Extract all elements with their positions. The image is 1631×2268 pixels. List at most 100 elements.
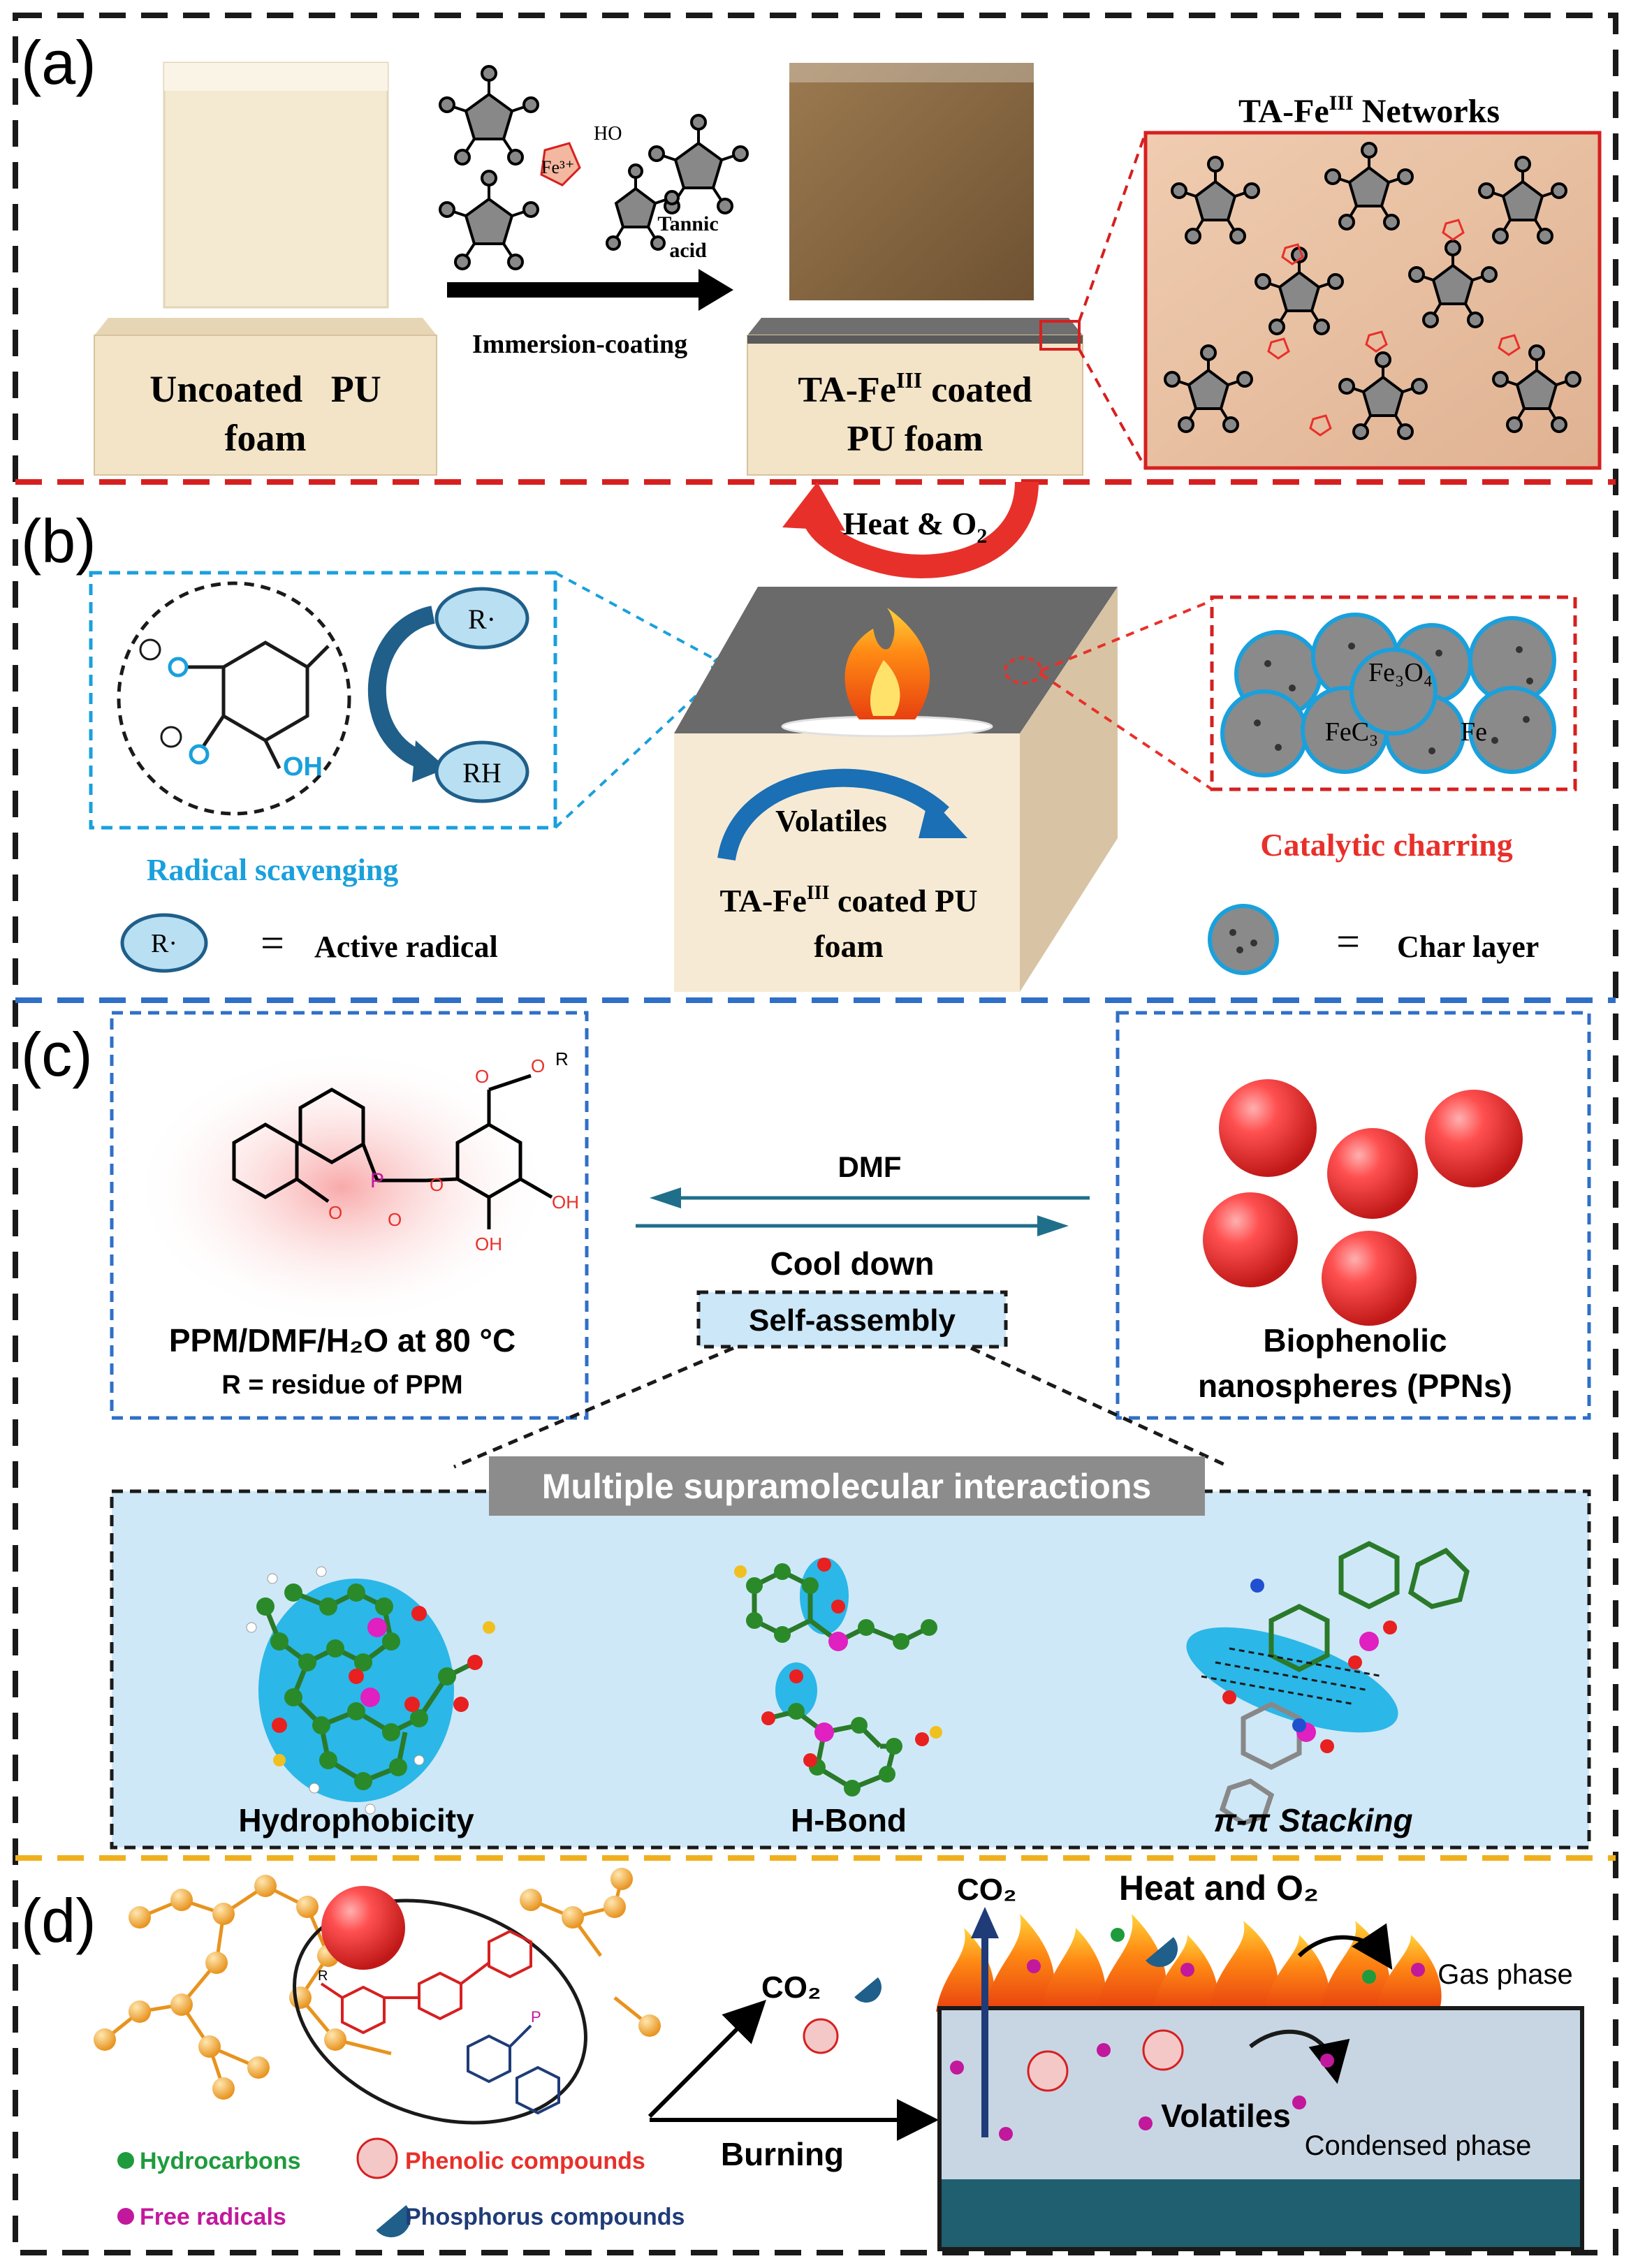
ppn-sphere-3 bbox=[1425, 1090, 1523, 1187]
char-box bbox=[1210, 595, 1577, 791]
fe-center bbox=[540, 142, 581, 186]
heat-o2-label: Heat and O₂ bbox=[1119, 1868, 1319, 1908]
uncoated-foam-text-2: foam bbox=[225, 417, 307, 459]
legend-active-radical: Active radical bbox=[314, 930, 498, 964]
panel-c-label: (c) bbox=[21, 1020, 93, 1089]
panel-c: (c) P O O O O O R OH OH PPM/DMF/H₂O at 8… bbox=[21, 1011, 1591, 1850]
radical-box bbox=[89, 571, 557, 830]
radical-cloud-r bbox=[434, 587, 529, 650]
coated-zoom-box bbox=[1039, 320, 1081, 351]
condensed-particles bbox=[950, 2043, 1334, 2141]
legend-char-layer: Char layer bbox=[1397, 930, 1539, 964]
ppn-sphere-4 bbox=[1203, 1192, 1298, 1287]
co2-right: CO₂ bbox=[957, 1873, 1017, 1907]
supra-title-bg bbox=[489, 1456, 1205, 1516]
supra-title: Multiple supramolecular interactions bbox=[542, 1467, 1151, 1506]
gas-phase-label: Gas phase bbox=[1438, 1959, 1572, 1990]
network-fe-nodes bbox=[1267, 219, 1521, 437]
radical-rh-text: RH bbox=[462, 757, 502, 789]
phenol-structure bbox=[185, 641, 330, 770]
hydrophobicity-label: Hydrophobicity bbox=[238, 1802, 474, 1838]
self-assembly-box bbox=[696, 1290, 1008, 1349]
ppn-label-2: nanospheres (PPNs) bbox=[1198, 1368, 1512, 1404]
legend-radical-symbol: R· bbox=[151, 929, 177, 958]
svg-text:R: R bbox=[318, 1968, 328, 1984]
char-spheres bbox=[1220, 613, 1556, 777]
ppm-label-1: PPM/DMF/H₂O at 80 °C bbox=[169, 1322, 515, 1359]
ppn-sphere-d bbox=[321, 1886, 405, 1970]
ppn-sphere-2 bbox=[1327, 1128, 1418, 1219]
svg-text:P: P bbox=[370, 1169, 384, 1192]
uncoated-foam-block bbox=[94, 335, 437, 476]
uncoated-foam-photo bbox=[163, 61, 389, 309]
ppn-label-1: Biophenolic bbox=[1263, 1322, 1447, 1359]
legend-phenolic: Phenolic compounds bbox=[405, 2148, 645, 2174]
zoom-line-bottom bbox=[1078, 349, 1147, 469]
legend-phenolic-icon bbox=[356, 2137, 398, 2179]
radical-cloud-rh bbox=[434, 740, 529, 803]
tannic-fe-complex bbox=[439, 65, 749, 270]
pi-stacking-molecule bbox=[1201, 1541, 1470, 1826]
panel-a-label: (a) bbox=[21, 28, 96, 97]
legend-char-sphere bbox=[1208, 904, 1279, 975]
ppn-molecule-d bbox=[320, 1929, 532, 2035]
coated-foam-photo bbox=[789, 63, 1034, 300]
panel-b: (b) Heat & O2 OH R· RH Radical bbox=[21, 481, 1577, 992]
legend-phosphorus: Phosphorus compounds bbox=[405, 2204, 685, 2230]
fire-layer bbox=[936, 1914, 1442, 2012]
ppn-box bbox=[1116, 1011, 1591, 1420]
hbond-molecule bbox=[734, 1558, 942, 1797]
panel-d: (d) R P bbox=[21, 1868, 1584, 2251]
panel-d-label: (d) bbox=[21, 1886, 96, 1955]
ppm-glow bbox=[133, 1048, 552, 1327]
polymer-beads bbox=[94, 1868, 661, 2100]
co2-arrow bbox=[648, 2000, 766, 2119]
legend-radical-dot bbox=[117, 2208, 134, 2225]
panel-a: (a) Uncoated PU foam Fe³⁺ HO Tannic acid… bbox=[21, 28, 1602, 476]
svg-text:O: O bbox=[328, 1202, 342, 1223]
phosphorus-ring-d bbox=[467, 2024, 560, 2115]
condensed-phase-label: Condensed phase bbox=[1305, 2130, 1532, 2161]
legend-radical-cloud bbox=[120, 913, 208, 973]
hydrophobicity-molecule bbox=[246, 1566, 495, 1815]
ppn-ellipse bbox=[293, 1898, 587, 2125]
ppn-sphere-5 bbox=[1322, 1231, 1417, 1326]
zoom-line-top bbox=[1078, 132, 1147, 322]
svg-text:P: P bbox=[531, 2008, 541, 2026]
heat-label: Heat & O2 bbox=[843, 506, 988, 548]
immersion-label: Immersion-coating bbox=[472, 330, 687, 359]
volatiles-d-label: Volatiles bbox=[1161, 2098, 1291, 2134]
tannic-label-1: Tannic bbox=[657, 212, 718, 235]
volatiles-label: Volatiles bbox=[775, 804, 887, 838]
coated-foam-text-1: TA-FeIII coated bbox=[798, 367, 1032, 410]
svg-text:R: R bbox=[555, 1048, 569, 1069]
gas-particles bbox=[1027, 1928, 1425, 1984]
svg-text:O: O bbox=[388, 1209, 402, 1230]
volatiles-arrow bbox=[717, 768, 949, 861]
uncoated-foam-text-1: Uncoated PU bbox=[149, 368, 381, 410]
dmf-label: DMF bbox=[838, 1150, 902, 1183]
legend-free-radicals: Free radicals bbox=[140, 2204, 286, 2230]
coated-foam-top bbox=[747, 318, 1083, 335]
char-fe3o4: Fe₃O₄ bbox=[1368, 658, 1433, 687]
network-molecules bbox=[1164, 142, 1581, 440]
legend-phosphorus-icon bbox=[376, 2205, 411, 2237]
ppm-label-2: R = residue of PPM bbox=[221, 1370, 462, 1400]
svg-text:OH: OH bbox=[283, 752, 323, 782]
svg-text:OH: OH bbox=[475, 1234, 502, 1254]
ho-label: HO bbox=[594, 123, 622, 145]
condensed-bottom bbox=[942, 2179, 1580, 2247]
co2-left: CO₂ bbox=[761, 1970, 821, 2005]
svg-text:OH: OH bbox=[552, 1192, 579, 1213]
scavenge-arrow bbox=[368, 606, 436, 770]
burning-label: Burning bbox=[721, 2136, 844, 2172]
fe-label: Fe³⁺ bbox=[541, 157, 575, 177]
phenol-circle bbox=[117, 581, 351, 816]
heat-o2-arrow bbox=[1297, 1923, 1393, 1970]
network-title: TA-FeIII Networks bbox=[1238, 92, 1500, 130]
outer-border bbox=[13, 13, 1618, 2255]
ppm-structure bbox=[232, 1074, 553, 1229]
svg-text:O: O bbox=[531, 1055, 545, 1076]
legend-hydrocarbon-dot bbox=[117, 2152, 134, 2169]
self-assembly-label: Self-assembly bbox=[749, 1303, 956, 1338]
